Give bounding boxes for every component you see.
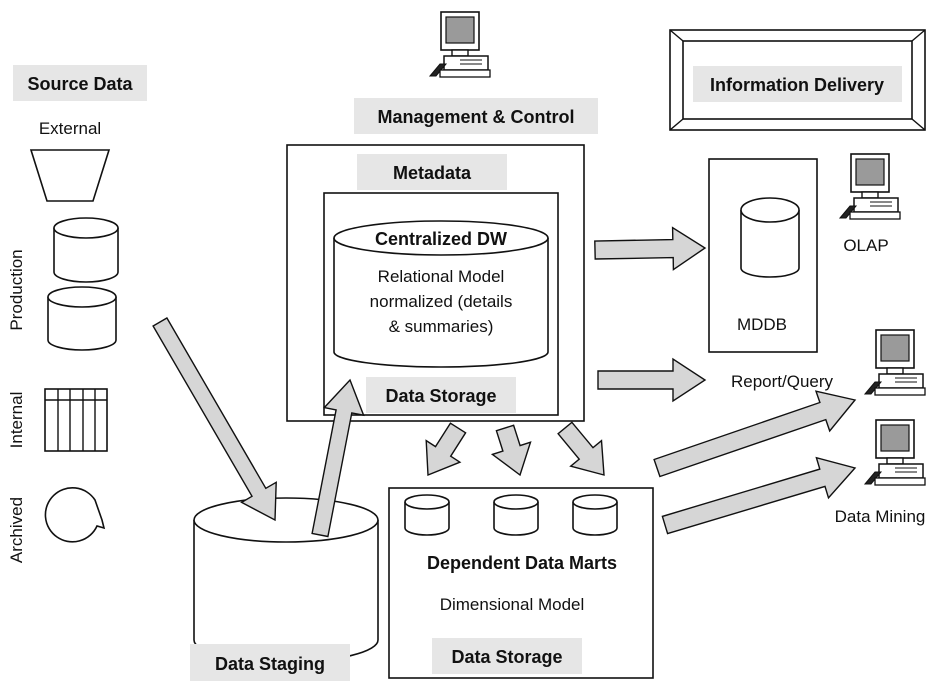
central-to-mart1-arrow [425, 422, 467, 477]
data-mart-cylinder-2 [493, 494, 539, 536]
central-dw-group: Metadata Centralized DW Relational Model… [286, 144, 585, 422]
data-staging-group: Data Staging [190, 497, 379, 681]
marts-to-report-arrow [653, 390, 857, 478]
olap-computer-icon [839, 153, 901, 220]
mining-computer-icon [864, 419, 926, 486]
production-cylinder-2 [47, 286, 117, 351]
source-data-label-bg [13, 65, 147, 101]
central-to-report-arrow [597, 357, 707, 403]
data-mining-label: Data Mining [835, 507, 926, 526]
delivery-label-bg [693, 66, 902, 102]
internal-label: Internal [7, 392, 26, 449]
production-label: Production [7, 249, 26, 330]
data-marts-group: Dependent Data Marts Dimensional Model D… [388, 487, 654, 679]
external-label: External [39, 119, 101, 138]
source-to-staging-arrow [152, 317, 277, 522]
centralized-dw-cylinder [333, 220, 549, 368]
delivery-heading: Information Delivery [710, 75, 884, 95]
information-delivery-group: Information Delivery MDDB OLAP Report/Qu… [669, 29, 926, 526]
data-mart-cylinder-1 [404, 494, 450, 536]
source-data-group: Source Data External Production Internal… [7, 65, 147, 563]
mddb-cylinder [740, 197, 800, 278]
external-source-shape [29, 149, 111, 202]
metadata-label-bg [357, 154, 507, 190]
report-query-label: Report/Query [731, 372, 834, 391]
management-control-group: Management & Control [354, 11, 598, 134]
archived-tape-shape [44, 487, 106, 543]
central-storage-label-bg [366, 377, 516, 413]
flow-arrows [152, 226, 857, 538]
source-data-heading: Source Data [27, 74, 133, 94]
data-mart-cylinder-3 [572, 494, 618, 536]
central-to-mart2-arrow [490, 424, 532, 477]
central-to-mart3-arrow [557, 421, 605, 476]
dimensional-model-label: Dimensional Model [440, 595, 585, 614]
archived-label: Archived [7, 497, 26, 563]
centralized-dw-title: Centralized DW [375, 229, 507, 249]
olap-label: OLAP [843, 236, 888, 255]
data-staging-cylinder [193, 497, 379, 663]
central-storage-label: Data Storage [385, 386, 496, 406]
report-computer-icon [864, 329, 926, 396]
production-cylinder-1 [53, 217, 119, 283]
central-line-2: normalized (details [370, 292, 513, 311]
central-to-mddb-arrow [594, 226, 707, 271]
metadata-label: Metadata [393, 163, 472, 183]
data-staging-label-bg [190, 644, 350, 681]
marts-storage-label: Data Storage [451, 647, 562, 667]
data-staging-label: Data Staging [215, 654, 325, 674]
marts-storage-label-bg [432, 638, 582, 674]
staging-to-central-arrow [311, 378, 365, 538]
data-marts-title: Dependent Data Marts [427, 553, 617, 573]
management-heading: Management & Control [377, 107, 574, 127]
management-label-bg [354, 98, 598, 134]
marts-to-mining-arrow [661, 456, 857, 535]
central-line-3: & summaries) [389, 317, 494, 336]
management-computer-icon [429, 11, 491, 78]
mddb-label: MDDB [737, 315, 787, 334]
central-line-1: Relational Model [378, 267, 505, 286]
internal-source-grid [44, 388, 108, 452]
